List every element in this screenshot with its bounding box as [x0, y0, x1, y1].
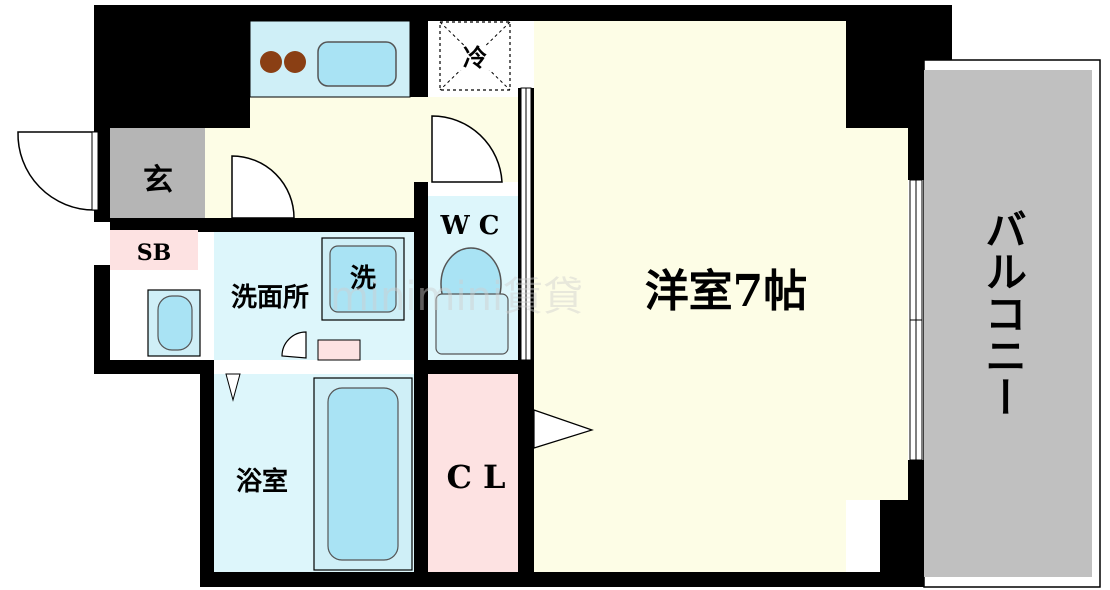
balcony-window: [909, 179, 923, 461]
closet-floor: [428, 374, 518, 572]
burner-1: [260, 51, 282, 73]
entrance-door: [17, 131, 99, 211]
wc-label: W C: [440, 211, 500, 241]
western-room-label: 洋室7帖: [645, 266, 808, 317]
sb-label: SB: [137, 240, 171, 266]
fridge-space: 冷: [439, 21, 511, 91]
washroom-label: 洗面所: [231, 283, 309, 313]
closet-door: [533, 409, 594, 449]
bathtub-inner: [327, 387, 399, 561]
closet-label: C L: [446, 458, 505, 496]
genkan-label: 玄: [143, 163, 173, 198]
balcony-floor: [924, 70, 1092, 577]
kitchen-sink: [317, 41, 397, 87]
burner-2: [284, 51, 306, 73]
wc-door: [431, 115, 503, 183]
watermark: minimini賃貸: [330, 274, 583, 320]
toilet-tank: [435, 293, 509, 355]
bathroom-door-mark: [225, 373, 241, 402]
western-room-floor-east: [846, 128, 908, 500]
washroom-door: [231, 155, 295, 219]
shoe-box: [110, 230, 198, 270]
small-door: [281, 331, 307, 359]
fridge-label: 冷: [463, 43, 487, 72]
washer-drum: [329, 245, 397, 313]
washer-label: 洗: [350, 264, 376, 294]
balcony-label: バルコニー: [979, 208, 1028, 418]
bathroom-label: 浴室: [236, 466, 288, 497]
washbasin-bowl: [157, 295, 193, 351]
shelf: [317, 339, 361, 361]
western-room-floor: [534, 21, 846, 572]
genkan-floor: [110, 128, 205, 218]
